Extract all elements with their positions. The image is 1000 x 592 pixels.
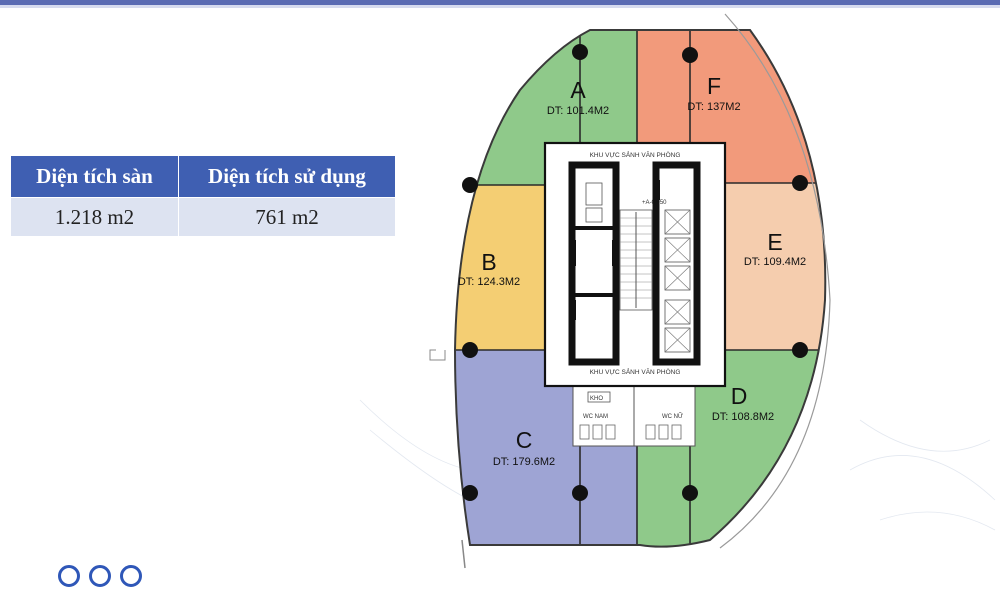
zone-A-area: DT: 101.4M2 [547,105,609,117]
storage-label: KHO [590,396,603,402]
floor-plan: KHO WC NAM WC NỮ KHU VỰC SẢNH VĂN PHÒNG … [359,13,996,569]
zone-B-letter: B [481,249,496,275]
nav-dot-icon[interactable] [89,565,111,587]
zone-D-letter: D [731,383,748,409]
zone-E-letter: E [767,229,782,255]
zone-E-area: DT: 109.4M2 [744,256,806,268]
facade-curve [719,13,831,549]
core-right-walls [652,161,701,366]
zone-A-letter: A [570,77,586,103]
zone-F-area: DT: 137M2 [687,101,740,113]
zone-F-letter: F [707,73,721,99]
header-usable-area: Diện tích sử dụng [178,155,396,198]
top-accent-bar-light [0,5,1000,8]
slide-nav-dots [58,565,151,592]
zone-B-area: DT: 124.3M2 [458,276,520,288]
zone-D-area: DT: 108.8M2 [712,411,774,423]
top-accent-bar [0,0,1000,5]
nav-dot-icon[interactable] [120,565,142,587]
header-floor-area: Diện tích sàn [10,155,179,198]
value-usable-area: 761 m2 [178,197,396,237]
lobby-top-label: KHU VỰC SẢNH VĂN PHÒNG [590,150,681,159]
zone-E-fill [725,183,826,350]
area-summary-table: Diện tích sàn Diện tích sử dụng 1.218 m2… [10,155,396,237]
zone-C-area: DT: 179.6M2 [493,456,555,468]
background-network-lines [359,399,996,531]
wc-men-label: WC NAM [583,414,608,420]
nav-dot-icon[interactable] [58,565,80,587]
lobby-bottom-label: KHU VỰC SẢNH VĂN PHÒNG [590,367,681,376]
wc-women-label: WC NỮ [662,413,683,420]
zone-C-letter: C [516,427,533,453]
value-floor-area: 1.218 m2 [10,197,179,237]
structural-columns [462,44,808,501]
